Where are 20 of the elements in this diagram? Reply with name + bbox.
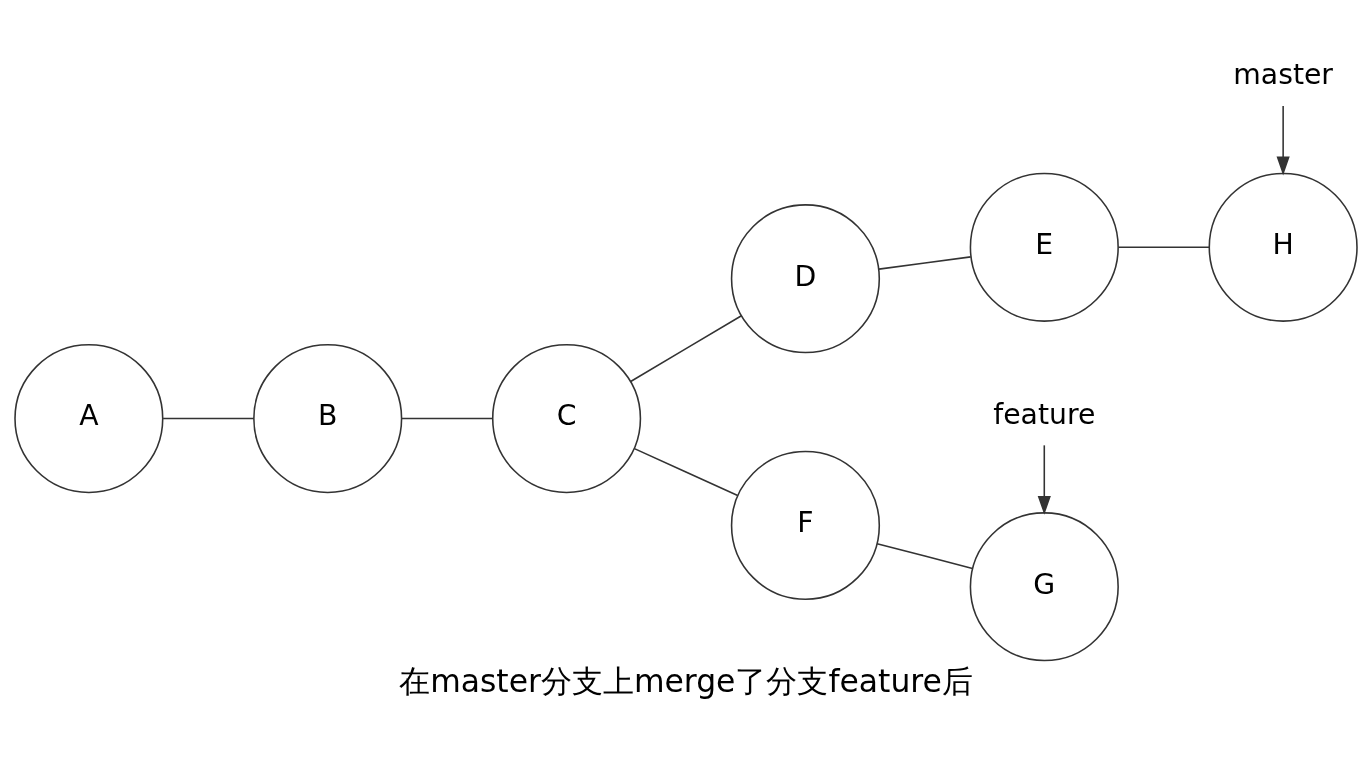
connector [1117,246,1210,249]
arrow [1037,444,1051,515]
node-circle: G [969,512,1119,662]
connector [629,314,743,383]
node-text: master [1233,58,1333,92]
arrow [1276,105,1290,176]
connector [633,447,739,497]
node-circle: D [730,204,881,354]
connector [878,256,972,270]
node-circle: F [730,450,881,601]
caption: 在master分支上merge了分支feature后 [399,663,973,699]
node-circle: B [253,343,403,494]
connector [401,417,494,420]
node-circle: A [14,343,164,494]
connector [876,542,974,570]
node-text: feature [993,397,1096,431]
node-circle: C [491,343,642,494]
connector [162,417,255,420]
node-circle: E [969,172,1119,322]
node-circle: H [1208,172,1358,322]
